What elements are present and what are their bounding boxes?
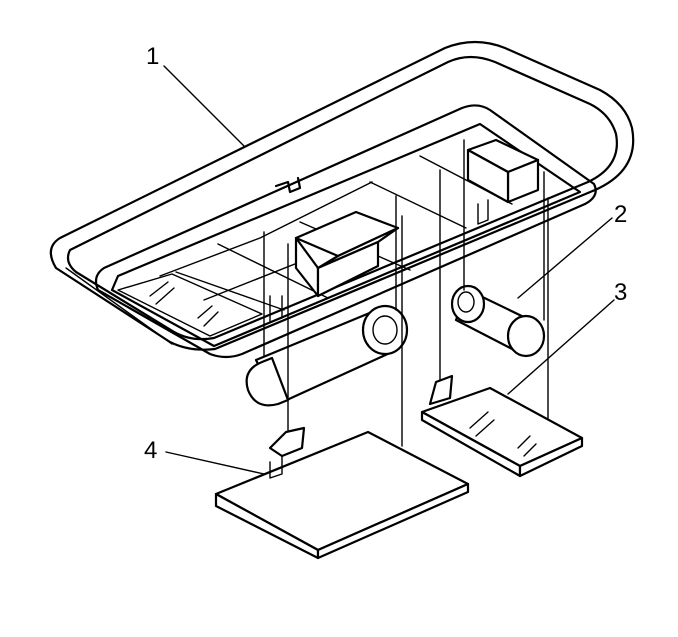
lens-right	[420, 374, 584, 478]
lamp-housing	[49, 40, 635, 359]
callout-1: 1	[146, 43, 159, 70]
callout-2: 2	[614, 201, 627, 228]
callout-3: 3	[614, 279, 627, 306]
lens-left	[214, 426, 470, 560]
callout-leaders	[163, 65, 615, 475]
callout-4: 4	[144, 437, 157, 464]
assembly-lines	[263, 139, 549, 447]
bulb-left	[245, 304, 409, 407]
bulb-right	[450, 284, 546, 358]
